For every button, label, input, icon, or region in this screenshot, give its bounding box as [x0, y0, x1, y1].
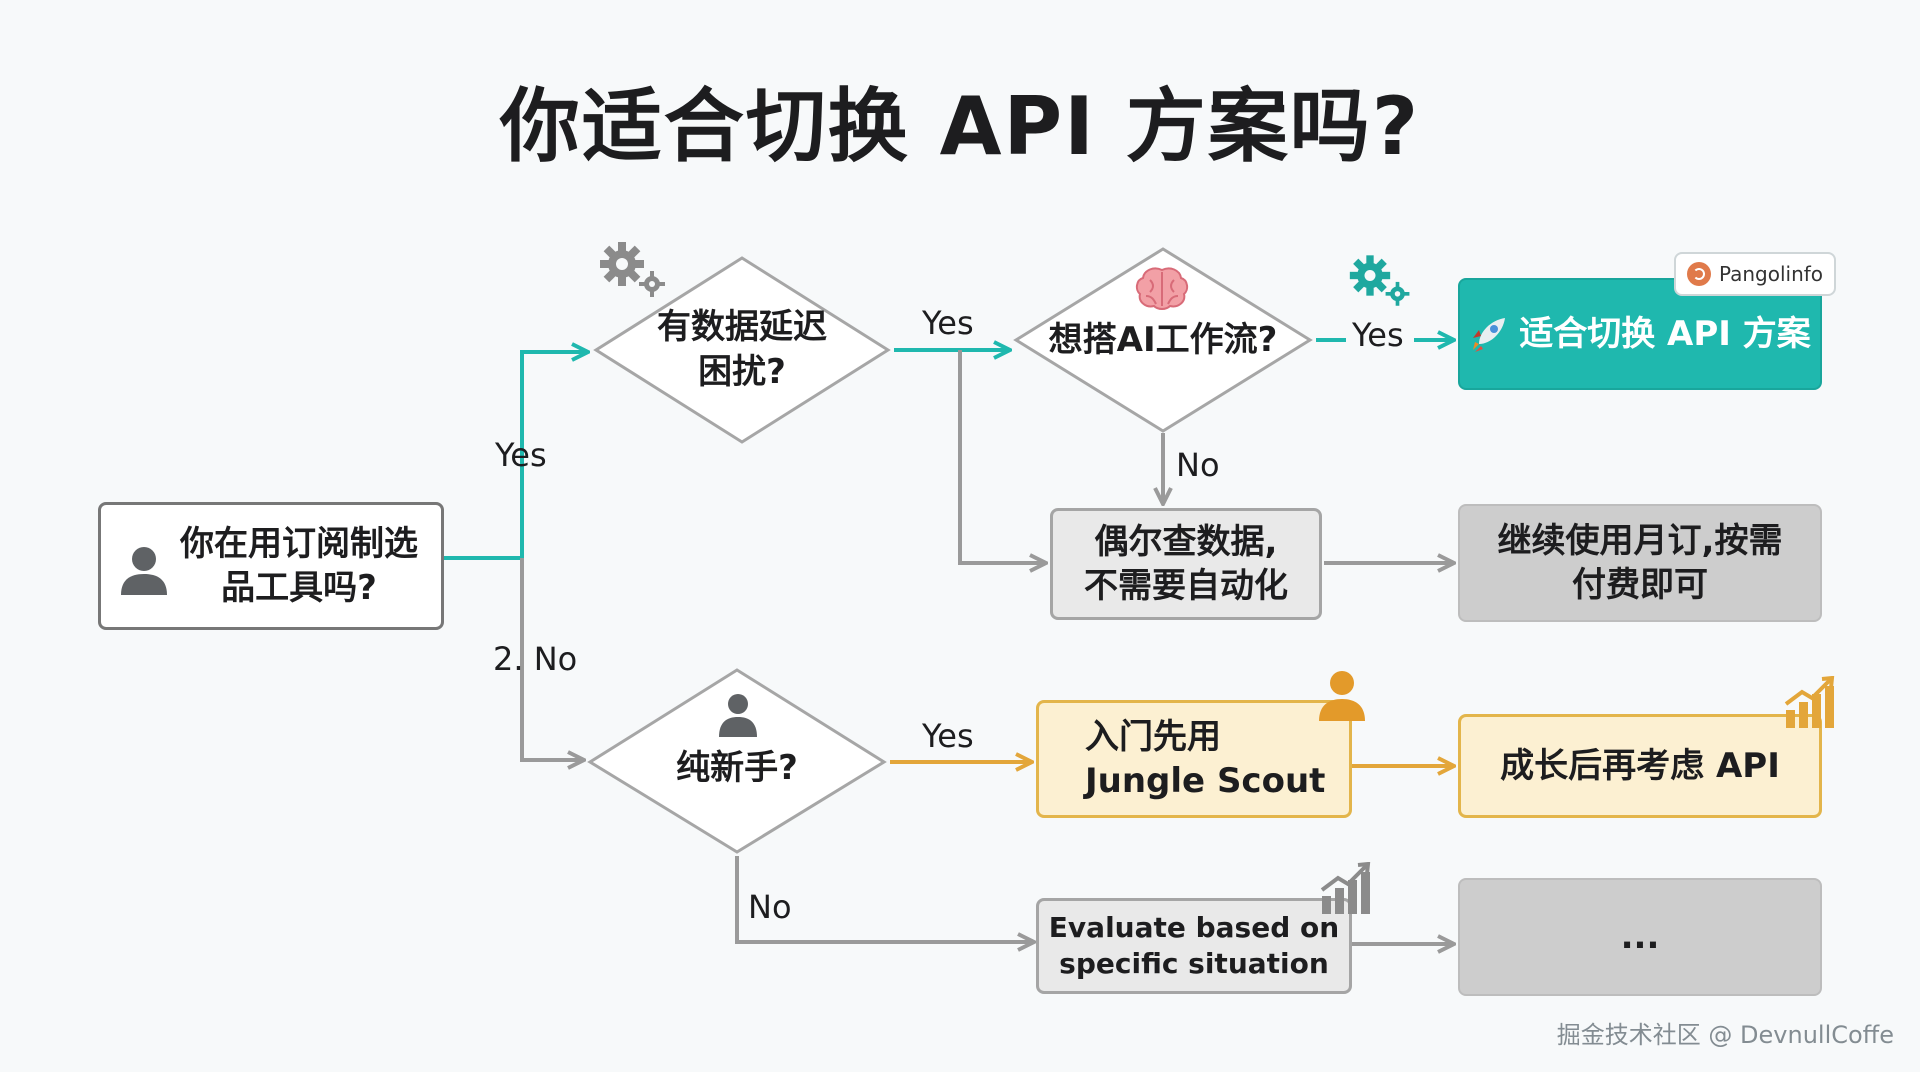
node-grow-api: 成长后再考虑 API — [1458, 714, 1822, 818]
node-start-text: 你在用订阅制选 品工具吗? — [180, 523, 418, 608]
user-icon-beginner — [719, 694, 757, 737]
edge-start-yes — [520, 352, 586, 558]
pangolinfo-badge: Pangolinfo — [1674, 252, 1836, 296]
chart-up-icon — [1784, 676, 1835, 728]
node-keep-monthly: 继续使用月订,按需 付费即可 — [1458, 504, 1822, 622]
edge-label-delay-yes: Yes — [922, 304, 974, 342]
edge-label-start-yes: Yes — [495, 436, 547, 474]
decision-diamond-ai — [1013, 247, 1313, 433]
node-grow-text: 成长后再考虑 API — [1500, 745, 1780, 786]
edge-delay-no — [958, 350, 1044, 563]
edge-label-beginner-yes: Yes — [922, 717, 974, 755]
node-evaluate-text: Evaluate based on specific situation — [1048, 910, 1340, 980]
user-icon — [121, 547, 167, 595]
edge-label-ai-yes: Yes — [1352, 316, 1404, 354]
node-ellipsis-text: ... — [1620, 916, 1660, 957]
node-jungle-text: 入门先用 Jungle Scout — [1085, 716, 1326, 801]
page-title: 你适合切换 API 方案吗? — [499, 80, 1421, 173]
watermark: 掘金技术社区 @ DevnullCoffe — [1556, 1021, 1894, 1049]
node-evaluate: Evaluate based on specific situation — [1036, 898, 1352, 994]
edge-start-no — [520, 558, 582, 760]
decision-diamond-beginner — [587, 668, 887, 854]
node-switch-api: 适合切换 API 方案 — [1458, 278, 1822, 390]
edge-label-ai-no: No — [1176, 446, 1220, 484]
node-delay-text: 有数据延迟 困扰? — [657, 307, 827, 392]
gear-icon — [600, 242, 665, 297]
brain-icon — [1135, 267, 1189, 310]
node-start: 你在用订阅制选 品工具吗? — [98, 502, 444, 630]
node-jungle-scout: 入门先用 Jungle Scout — [1036, 700, 1352, 818]
node-keep-monthly-text: 继续使用月订,按需 付费即可 — [1497, 520, 1783, 605]
node-switch-text: 适合切换 API 方案 — [1519, 313, 1811, 354]
chart-up-icon-grey — [1320, 862, 1371, 914]
node-ai-text: 想搭AI工作流? — [1048, 319, 1278, 360]
node-occasional: 偶尔查数据, 不需要自动化 — [1050, 508, 1322, 620]
badge-text: Pangolinfo — [1718, 262, 1824, 286]
decision-diamond-delay — [593, 256, 891, 444]
edge-beginner-no — [735, 856, 1032, 942]
edge-label-start-no: 2. No — [493, 640, 578, 678]
node-beginner-text: 纯新手? — [676, 747, 798, 788]
edge-label-beginner-no: No — [748, 888, 792, 926]
gear-icon-teal — [1349, 255, 1410, 306]
pangolin-logo-icon — [1686, 262, 1711, 286]
node-occasional-text: 偶尔查数据, 不需要自动化 — [1084, 521, 1288, 606]
rocket-icon — [1473, 318, 1506, 352]
user-icon-amber — [1319, 671, 1365, 721]
node-ellipsis: ... — [1458, 878, 1822, 996]
